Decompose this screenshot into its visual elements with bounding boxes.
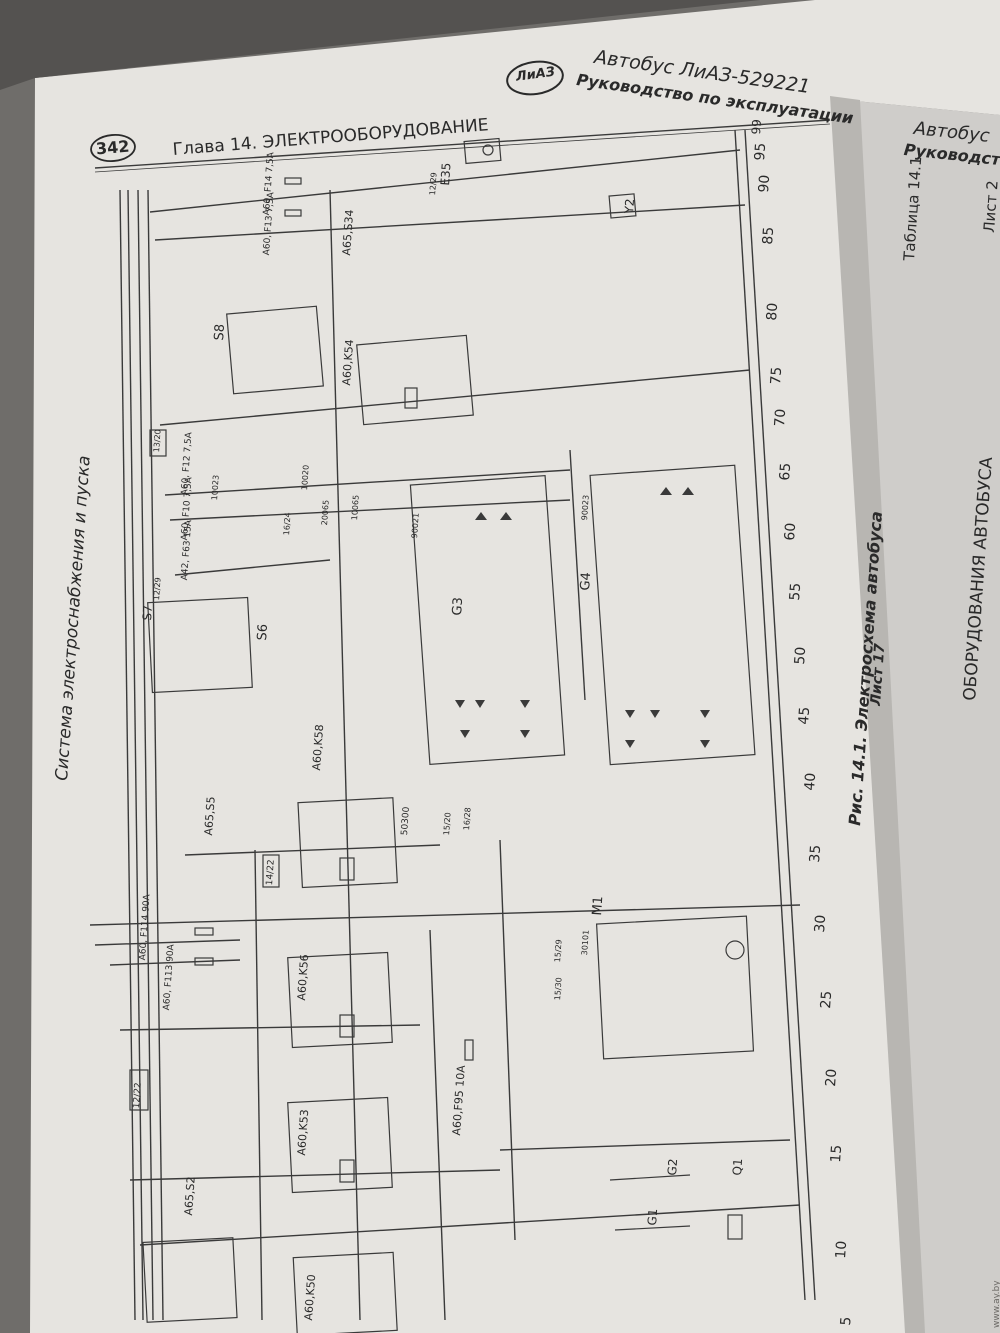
scale-25: 25	[818, 990, 836, 1010]
label-g1: G1	[645, 1208, 661, 1226]
ref-13-20: 13/20	[152, 428, 163, 453]
code-90021: 90021	[410, 512, 421, 539]
code-50300: 50300	[400, 806, 412, 836]
label-g3: G3	[450, 596, 467, 617]
label-s7: S7	[140, 604, 156, 621]
scale-35: 35	[807, 844, 825, 864]
scale-30: 30	[812, 914, 830, 934]
label-q1: Q1	[730, 1157, 746, 1176]
label-g2: G2	[665, 1158, 681, 1176]
label-y2: Y2	[622, 198, 638, 214]
code-10020: 10020	[300, 464, 311, 491]
right-page-sheet-label: Лист 2	[980, 179, 1000, 234]
scale-65: 65	[777, 462, 795, 482]
scale-99: 99	[749, 118, 765, 135]
scale-40: 40	[802, 772, 820, 792]
page-number: 342	[95, 136, 131, 159]
ref-12-29-a: 12/29	[152, 576, 163, 601]
scale-95: 95	[752, 142, 770, 162]
watermark: www.ay.by	[992, 1280, 1000, 1328]
ref-15-30: 15/30	[553, 976, 564, 1001]
label-s5: A65,S5	[202, 796, 218, 836]
code-90023: 90023	[580, 494, 591, 521]
scale-5: 5	[838, 1316, 855, 1327]
page-number-circle	[90, 134, 136, 162]
ref-12-22: 12/22	[132, 1082, 144, 1109]
label-m1: M1	[590, 895, 607, 917]
scale-20: 20	[823, 1068, 841, 1088]
scale-80: 80	[764, 302, 782, 322]
scale-45: 45	[796, 706, 814, 726]
code-10065: 10065	[350, 494, 361, 521]
label-s2: A65,S2	[182, 1176, 198, 1216]
scale-10: 10	[833, 1240, 851, 1260]
ref-15-20: 15/20	[442, 811, 453, 836]
code-10023: 10023	[210, 474, 221, 501]
scale-75: 75	[768, 366, 786, 386]
code-30101: 30101	[580, 929, 591, 956]
ref-16-24: 16/24	[282, 511, 293, 536]
ref-15-29: 15/29	[553, 938, 564, 963]
label-g4: G4	[578, 571, 595, 592]
scale-15: 15	[828, 1144, 846, 1164]
scale-50: 50	[792, 646, 810, 666]
ref-14-22: 14/22	[265, 859, 277, 886]
scale-90: 90	[756, 174, 774, 194]
label-s8: S8	[212, 323, 229, 342]
scale-70: 70	[772, 408, 790, 428]
scale-85: 85	[760, 226, 778, 246]
scale-55: 55	[787, 582, 805, 602]
code-20065: 20065	[320, 499, 331, 526]
scale-60: 60	[782, 522, 800, 542]
ref-12-29-b: 12/29	[428, 171, 439, 196]
ref-16-28: 16/28	[462, 806, 473, 831]
liaz-logo	[506, 60, 564, 96]
label-e35: E35	[438, 162, 454, 186]
label-s6: S6	[255, 623, 272, 642]
